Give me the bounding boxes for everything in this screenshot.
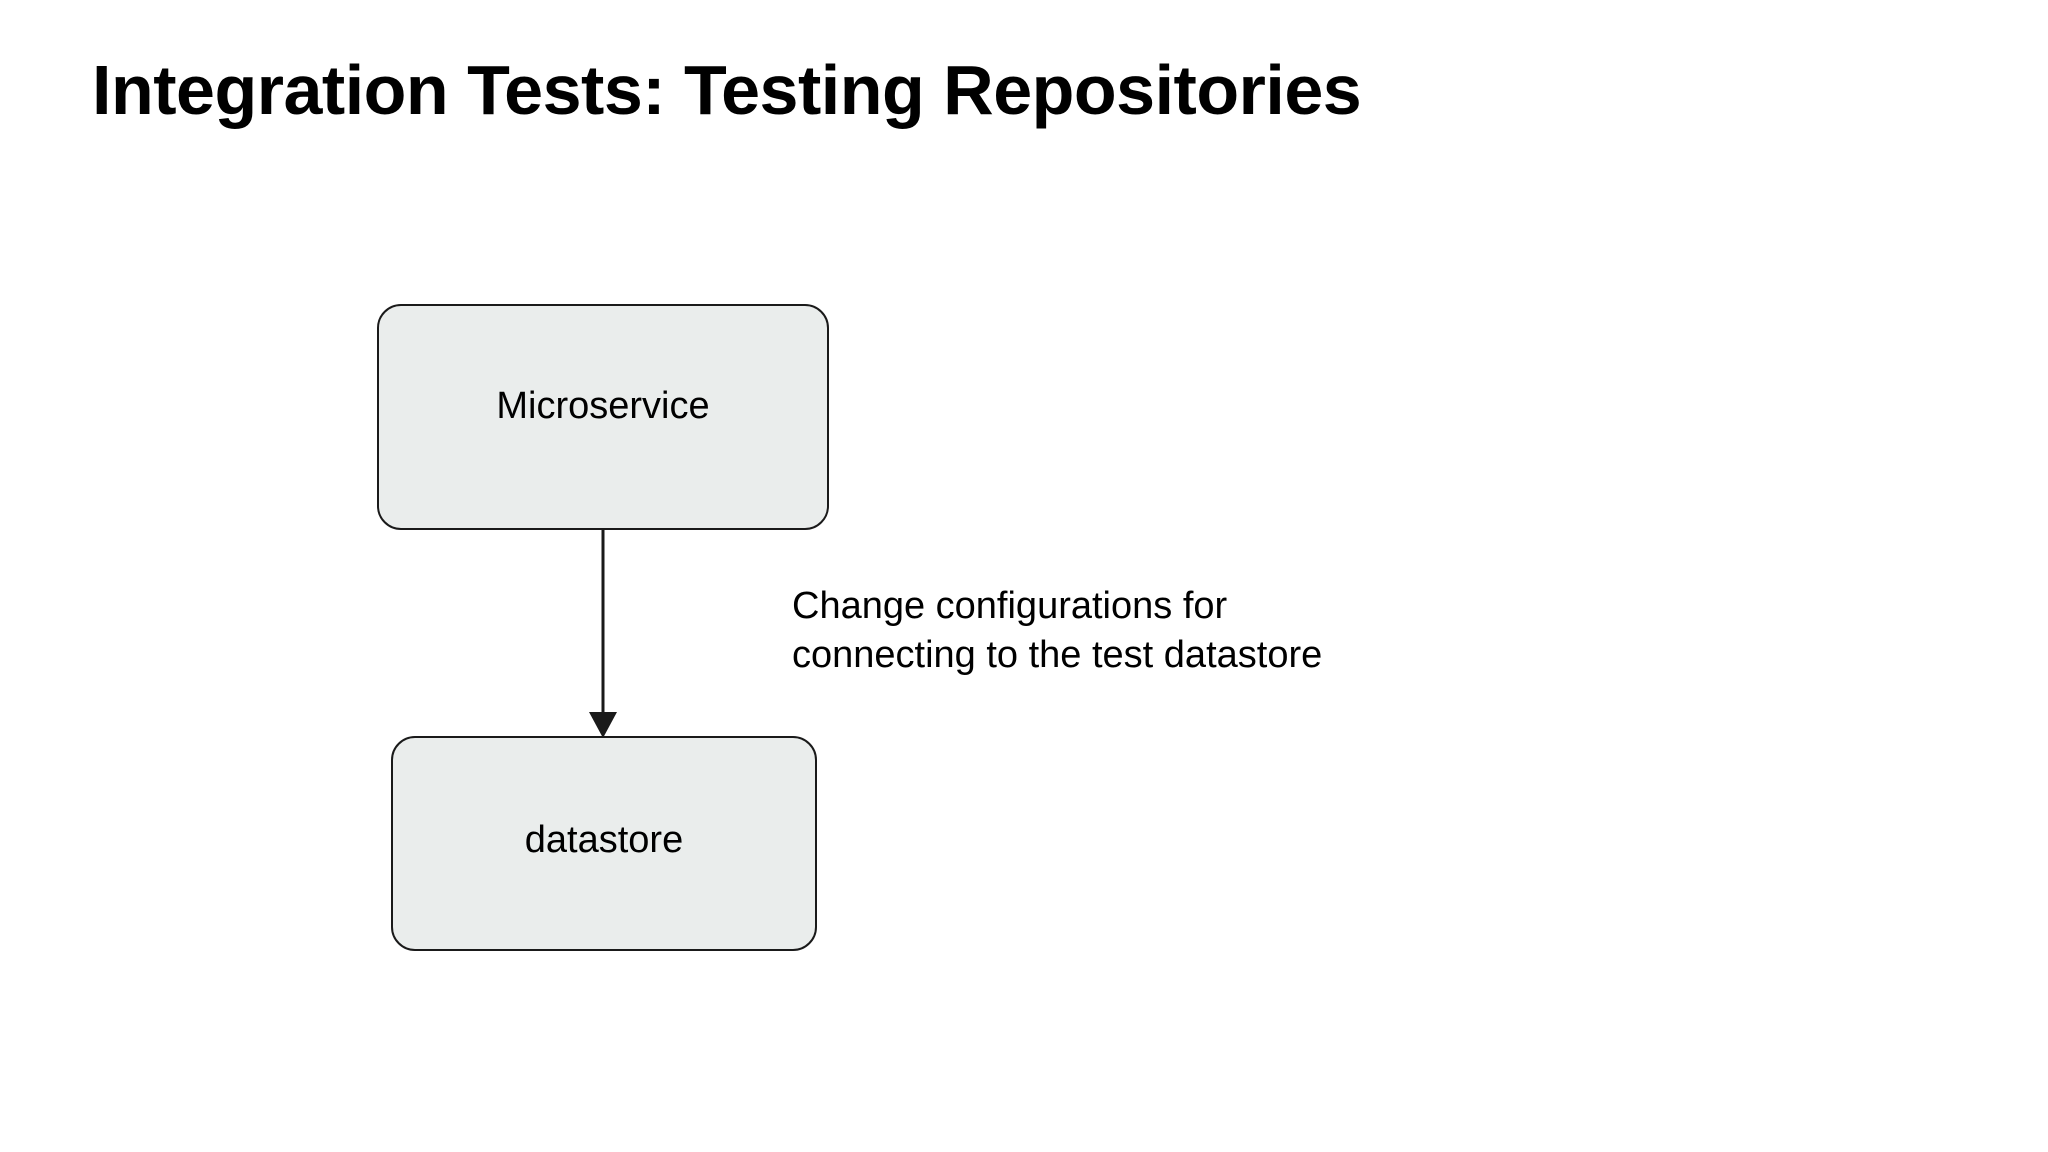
diagram-annotation-config-note: Change configurations for connecting to … [792,585,1323,676]
page-title: Integration Tests: Testing Repositories [92,51,1362,129]
diagram-node-microservice[interactable]: Microservice [377,304,829,530]
arrowhead-icon [589,712,617,738]
diagram-node-datastore[interactable]: datastore [391,736,817,951]
diagram-node-label: datastore [524,818,684,861]
diagram-node-label: Microservice [496,385,710,427]
